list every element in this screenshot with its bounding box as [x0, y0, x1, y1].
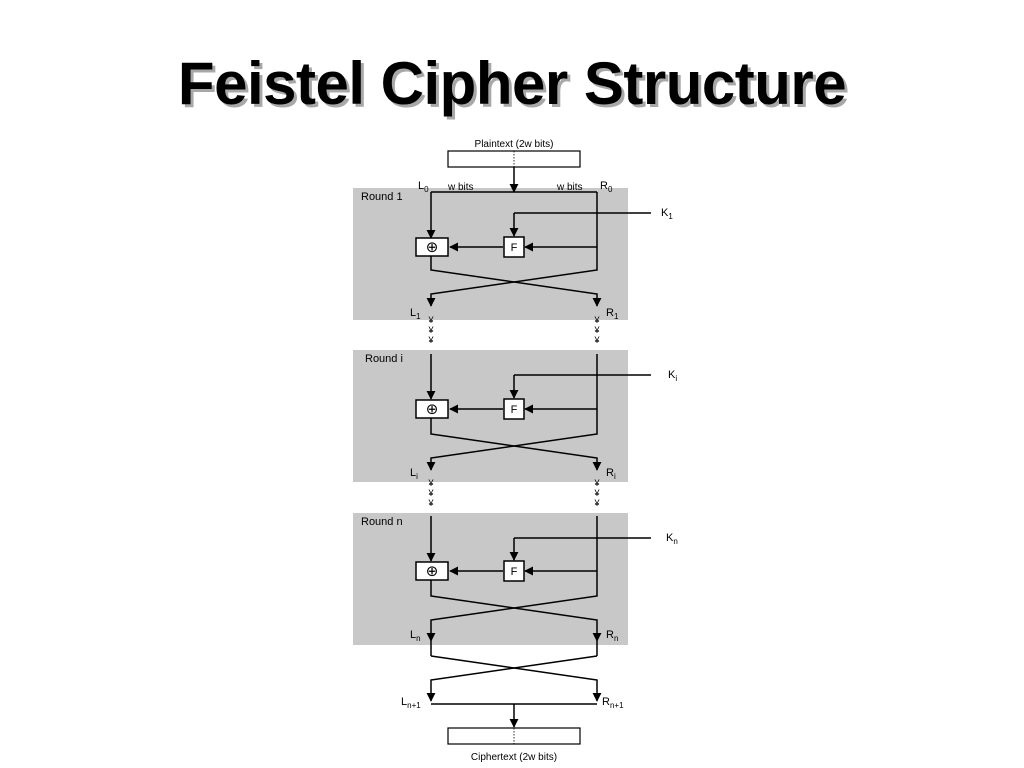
- final-swap: Ln+1 Rn+1: [401, 641, 624, 728]
- xor-symbol: ⊕: [426, 401, 439, 418]
- f-box-round-i: [503, 398, 525, 420]
- xor-box-round-i: [415, 399, 449, 419]
- plaintext-label: Plaintext (2w bits): [475, 139, 554, 150]
- right-width-label: w bits: [556, 182, 583, 193]
- svg-text:¥: ¥: [427, 335, 434, 345]
- plaintext-block: Plaintext (2w bits): [447, 139, 581, 168]
- l1-label: L1: [410, 307, 421, 321]
- continuation-2: ¥ ¥ ¥ ¥ ¥ ¥: [427, 478, 600, 508]
- f-label: F: [511, 566, 518, 578]
- round-1: Round 1 F ⊕ K1 L1 R1: [361, 191, 673, 321]
- round-n-panel: [353, 513, 628, 645]
- svg-text:¥: ¥: [427, 478, 434, 488]
- round-i-label: Round i: [365, 353, 403, 365]
- round-n-label: Round n: [361, 516, 403, 528]
- svg-text:¥: ¥: [593, 488, 600, 498]
- xor-box-round-1: [415, 237, 449, 257]
- key-kn: Kn: [666, 532, 678, 546]
- svg-text:¥: ¥: [593, 315, 600, 325]
- svg-text:¥: ¥: [427, 325, 434, 335]
- round-i: Round i F ⊕ Ki Li Ri: [365, 353, 677, 481]
- ciphertext-label: Ciphertext (2w bits): [471, 752, 557, 763]
- left-width-label: w bits: [447, 182, 474, 193]
- svg-text:¥: ¥: [427, 498, 434, 508]
- ciphertext-block: Ciphertext (2w bits): [447, 727, 581, 763]
- xor-box-round-n: [415, 561, 449, 581]
- svg-text:¥: ¥: [593, 335, 600, 345]
- f-label: F: [511, 404, 518, 416]
- f-label: F: [511, 242, 518, 254]
- round-1-label: Round 1: [361, 191, 403, 203]
- xor-symbol: ⊕: [426, 563, 439, 580]
- slide-title: Feistel Cipher Structure: [177, 50, 847, 117]
- r0-label: R0: [600, 180, 613, 194]
- key-k1: K1: [661, 207, 673, 221]
- li-label: Li: [410, 467, 418, 481]
- ri-label: Ri: [606, 467, 616, 481]
- round-i-panel: [353, 350, 628, 482]
- key-ki: Ki: [668, 369, 677, 383]
- r1-label: R1: [606, 307, 619, 321]
- rn-label: Rn: [606, 629, 618, 643]
- f-box-round-n: [503, 560, 525, 582]
- xor-symbol: ⊕: [426, 239, 439, 256]
- continuation-1: ¥ ¥ ¥ ¥ ¥ ¥: [427, 315, 600, 345]
- svg-text:¥: ¥: [427, 315, 434, 325]
- rn1-label: Rn+1: [602, 696, 624, 710]
- round-n: Round n F ⊕ Kn Ln Rn: [361, 516, 678, 643]
- ln1-label: Ln+1: [401, 696, 421, 710]
- ln-label: Ln: [410, 629, 421, 643]
- l0-label: L0: [418, 180, 429, 194]
- svg-text:¥: ¥: [593, 498, 600, 508]
- svg-text:¥: ¥: [427, 488, 434, 498]
- svg-text:¥: ¥: [593, 325, 600, 335]
- f-box-round-1: [503, 236, 525, 258]
- round-1-panel: [353, 188, 628, 320]
- svg-text:¥: ¥: [593, 478, 600, 488]
